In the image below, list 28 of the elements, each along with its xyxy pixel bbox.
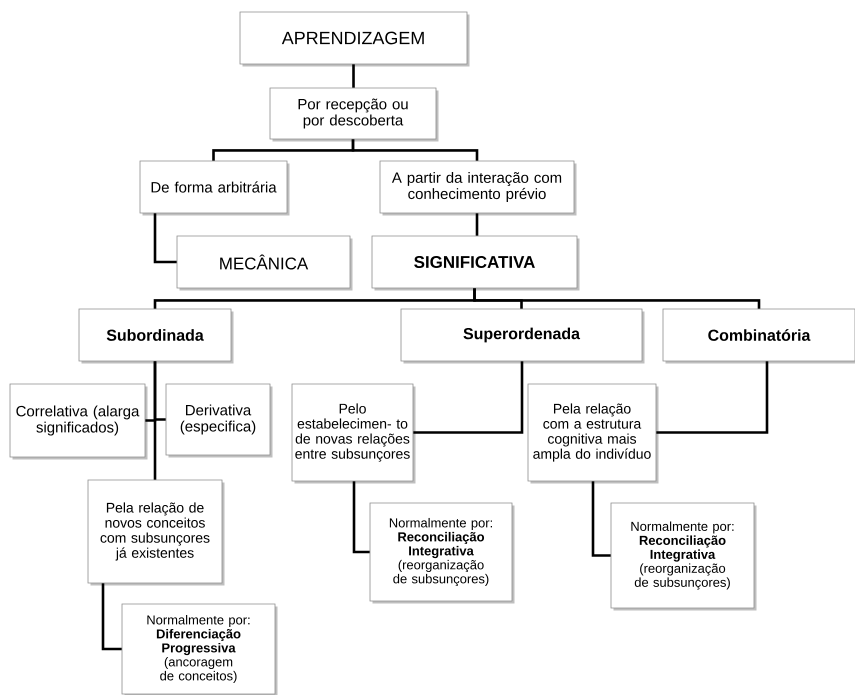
concept-box: APRENDIZAGEM — [240, 12, 470, 66]
connector-line — [413, 361, 524, 434]
concept-box: De forma arbitrária — [140, 160, 290, 216]
connector-line — [352, 64, 355, 88]
connector-line — [476, 213, 478, 236]
concept-box: Normalmente por: Diferenciação Progressiva (ancoragem de conceitos) — [122, 604, 278, 695]
concept-box: Derivativa (especifica) — [166, 384, 272, 458]
connector-line — [352, 139, 478, 161]
connector-line — [592, 481, 611, 557]
connector-line — [352, 481, 370, 554]
connector-line — [154, 361, 156, 480]
concept-box: SIGNIFICATIVA — [372, 236, 580, 290]
concept-box: A partir da interação com conhecimento prévio — [380, 160, 576, 216]
concept-box: Correlativa (alarga significados) — [10, 384, 148, 460]
connector-line — [102, 583, 122, 650]
connector-line — [656, 361, 768, 434]
concept-box: Normalmente por: Reconciliação Integrativa (reorganização de subsunçores) — [610, 502, 756, 610]
concept-box: Pelo estabelecimen- to de novas relações entre subsunçores — [292, 384, 416, 484]
concept-box: Por recepção ou por descoberta — [270, 88, 438, 142]
concept-box: Pela relação de novos conceitos com subsunçores já existentes — [88, 480, 224, 586]
concept-box: Superordenada — [400, 308, 644, 364]
connector-line — [154, 213, 177, 264]
concept-box: Normalmente por: Reconciliação Integrativa (reorganização de subsunçores) — [370, 502, 514, 604]
concept-box: Subordinada — [78, 308, 234, 364]
concept-box: Combinatória — [662, 308, 855, 364]
concept-box: MECÂNICA — [176, 236, 352, 290]
concept-box: Pela relação com a estrutura cognitiva mais ampla do indivíduo — [528, 384, 658, 484]
connector-line — [473, 288, 760, 309]
